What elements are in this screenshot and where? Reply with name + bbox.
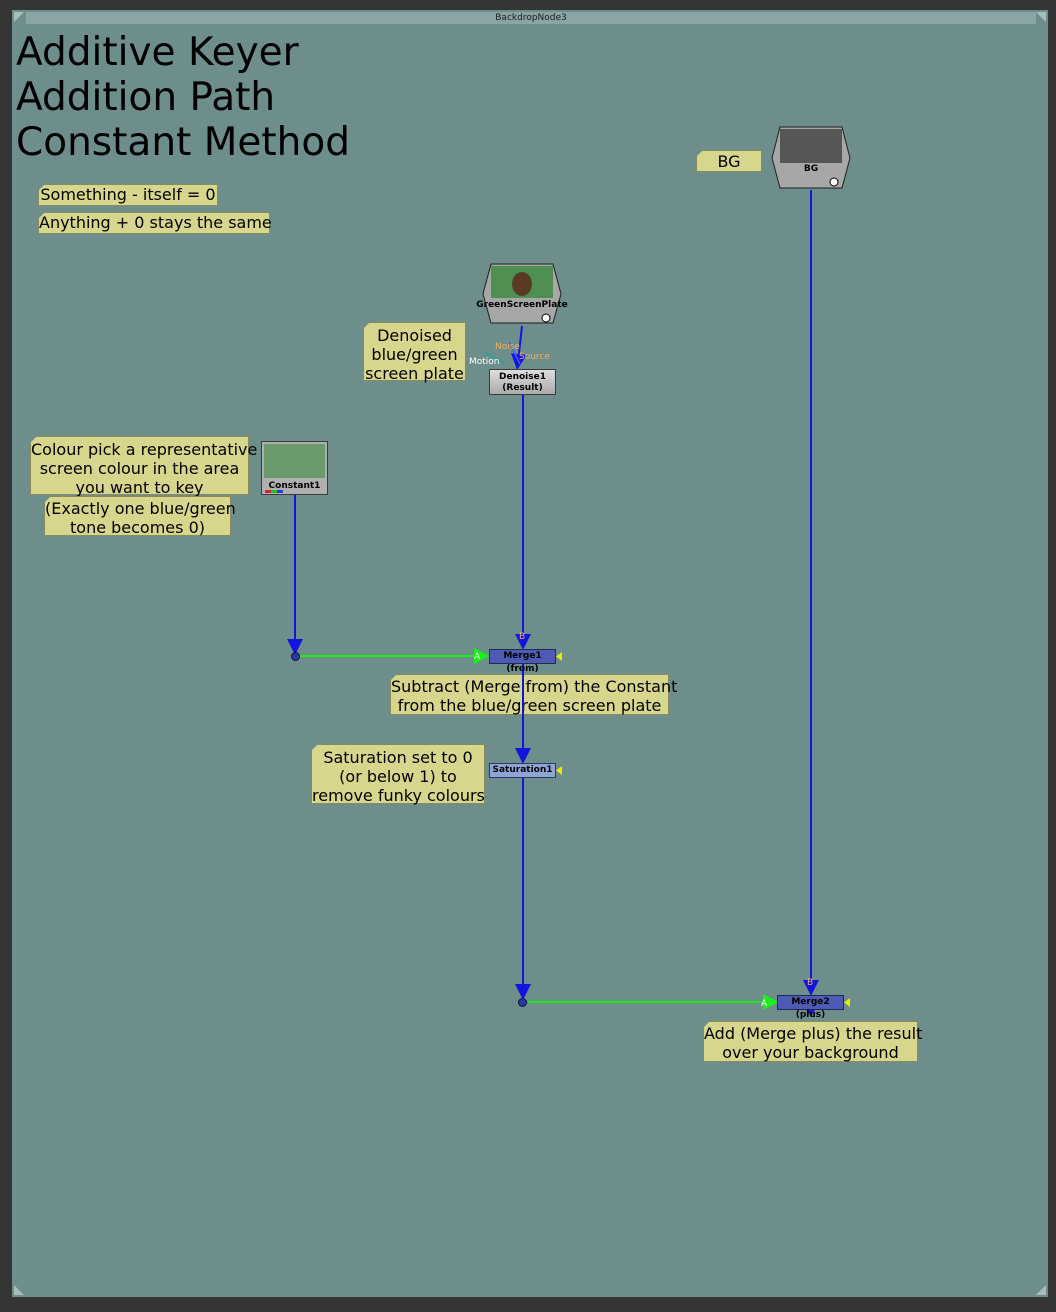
input-label-motion: Motion: [469, 357, 500, 367]
title-line-1: Additive Keyer: [16, 30, 299, 75]
note-text: Something - itself = 0: [40, 185, 216, 204]
note-saturation[interactable]: Saturation set to 0 (or below 1) to remo…: [311, 744, 485, 805]
note-plus-zero[interactable]: Anything + 0 stays the same: [38, 212, 272, 234]
note-line: remove funky colours: [312, 786, 485, 805]
mask-input-arrow[interactable]: [556, 766, 562, 775]
note-line: tone becomes 0): [70, 518, 205, 537]
channel-r-indicator: [265, 490, 271, 493]
input-label-source: Source: [519, 352, 550, 362]
note-line: screen plate: [365, 364, 464, 383]
note-line: Add (Merge plus) the result: [704, 1024, 923, 1043]
node-saturation1-label: Saturation1: [492, 765, 553, 775]
wire-noise-input[interactable]: [508, 341, 521, 365]
node-denoise1-sub: (Result): [502, 383, 543, 393]
note-bg[interactable]: BG: [696, 150, 762, 172]
node-greenscreenplate[interactable]: [481, 262, 563, 326]
backdrop-corner-bl[interactable]: [14, 1285, 24, 1295]
note-text: BG: [717, 152, 741, 171]
note-add[interactable]: Add (Merge plus) the result over your ba…: [703, 1021, 923, 1062]
dot-node-1[interactable]: [291, 652, 300, 661]
reload-icon: [541, 313, 551, 323]
note-line: (Exactly one blue/green: [45, 499, 236, 518]
backdrop-resize-handle[interactable]: [1036, 1285, 1046, 1295]
note-line: Denoised: [377, 326, 452, 345]
note-colour-pick[interactable]: Colour pick a representative screen colo…: [30, 436, 258, 497]
node-bg-label: BG: [803, 164, 819, 174]
wire-motion-input[interactable]: [483, 351, 506, 365]
note-line: Colour pick a representative: [31, 440, 258, 459]
title-line-2: Addition Path: [16, 75, 276, 120]
title-line-3: Constant Method: [16, 120, 350, 165]
node-constant1[interactable]: Constant1: [261, 441, 328, 495]
backdrop-title[interactable]: BackdropNode3: [26, 12, 1036, 24]
note-line: blue/green: [371, 345, 458, 364]
node-greenscreenplate-label: GreenScreenPlate: [476, 300, 568, 310]
node-merge2-label: Merge2 (plus): [791, 997, 830, 1020]
node-merge1[interactable]: Merge1 (from): [489, 649, 556, 674]
note-self-subtract[interactable]: Something - itself = 0: [38, 184, 218, 206]
node-bg[interactable]: [770, 125, 852, 191]
note-text: Anything + 0 stays the same: [39, 213, 272, 232]
node-merge2[interactable]: Merge2 (plus): [777, 995, 844, 1020]
mask-input-arrow[interactable]: [556, 652, 562, 661]
merge1-b-label: B: [519, 632, 526, 642]
channel-b-indicator: [277, 490, 283, 493]
note-line: you want to key: [75, 478, 204, 497]
backdrop-corner-tr[interactable]: [1036, 12, 1046, 22]
note-line: Saturation set to 0: [323, 748, 473, 767]
node-saturation1[interactable]: Saturation1: [489, 763, 556, 778]
merge2-b-label: B: [807, 978, 814, 988]
note-line: Subtract (Merge from) the Constant: [391, 677, 678, 696]
note-line: screen colour in the area: [39, 459, 240, 478]
merge2-a-label: A: [761, 999, 768, 1009]
node-merge1-label: Merge1 (from): [503, 651, 542, 674]
node-constant1-label: Constant1: [268, 481, 321, 491]
note-subtract[interactable]: Subtract (Merge from) the Constant from …: [390, 674, 678, 715]
note-line: (or below 1) to: [339, 767, 457, 786]
note-line: from the blue/green screen plate: [397, 696, 662, 715]
node-denoise1-label: Denoise1: [499, 372, 546, 382]
mask-input-arrow[interactable]: [844, 998, 850, 1007]
merge2-output-arrow: [806, 1010, 815, 1016]
dot-node-2[interactable]: [518, 998, 527, 1007]
node-denoise1[interactable]: Denoise1 (Result): [489, 369, 556, 395]
constant-color-swatch: [264, 444, 325, 478]
note-denoised[interactable]: Denoised blue/green screen plate: [363, 322, 466, 383]
backdrop-corner-tl[interactable]: [14, 12, 24, 22]
channel-g-indicator: [271, 490, 277, 493]
reload-icon: [829, 177, 839, 187]
merge1-a-label: A: [474, 652, 481, 662]
note-exactly-one[interactable]: (Exactly one blue/green tone becomes 0): [44, 496, 236, 537]
input-label-noise: Noise: [495, 342, 520, 352]
wire-plate-to-denoise[interactable]: [510, 325, 527, 370]
note-line: over your background: [722, 1043, 899, 1062]
